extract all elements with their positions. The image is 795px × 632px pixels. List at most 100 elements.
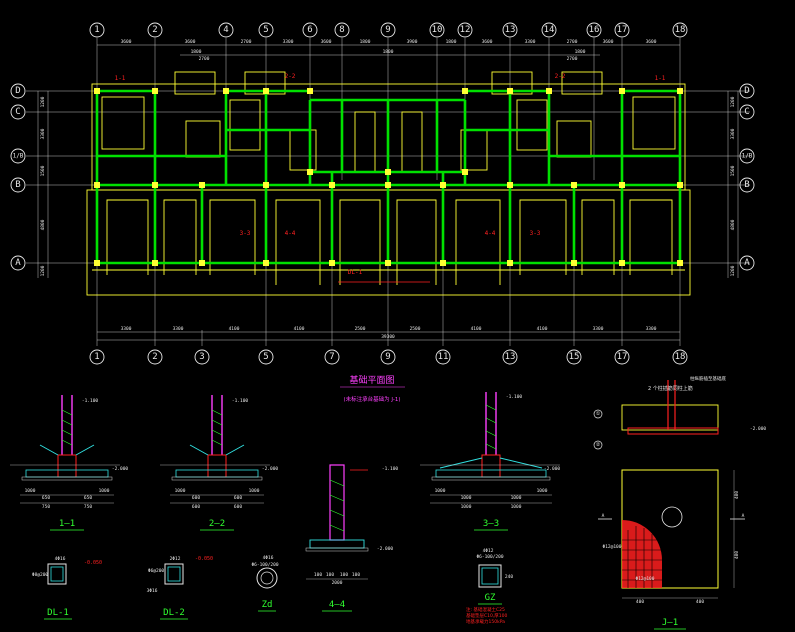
svg-text:400: 400 <box>636 599 644 605</box>
svg-text:17: 17 <box>617 352 628 362</box>
svg-text:②: ② <box>596 442 601 448</box>
cut-mark: 3-3 <box>530 230 541 237</box>
svg-text:Φ12@100: Φ12@100 <box>636 576 655 582</box>
elev-bot: -2.000 <box>112 466 129 472</box>
svg-text:-0.050: -0.050 <box>84 560 102 566</box>
svg-text:DL-1: DL-1 <box>47 608 69 618</box>
svg-text:①: ① <box>596 411 601 417</box>
svg-text:750: 750 <box>84 504 92 510</box>
svg-text:3600: 3600 <box>321 39 332 45</box>
plan-subtitle: (未标注承台基础为 J-1) <box>344 395 401 403</box>
svg-text:400: 400 <box>734 551 740 559</box>
section-caption: 4—4 <box>329 600 345 610</box>
svg-text:-2.000: -2.000 <box>262 466 279 472</box>
svg-text:1000: 1000 <box>537 488 548 494</box>
svg-text:100: 100 <box>340 572 348 578</box>
svg-text:11: 11 <box>438 352 449 362</box>
svg-text:17: 17 <box>617 25 628 35</box>
svg-text:-1.100: -1.100 <box>382 466 399 472</box>
structural-columns <box>94 88 683 266</box>
svg-text:2700: 2700 <box>567 39 578 45</box>
svg-text:1500: 1500 <box>730 165 736 176</box>
section-cut-marks: 1-1 2-2 2-2 1-1 3-3 4-4 4-4 3-3 DL-1 <box>115 73 666 283</box>
svg-text:6: 6 <box>307 25 312 35</box>
section-caption: 1—1 <box>59 519 75 529</box>
top-axis-bubbles: 1 2 4 5 6 8 9 10 12 13 14 16 17 18 <box>89 22 688 38</box>
svg-text:400: 400 <box>734 491 740 499</box>
svg-text:100: 100 <box>352 572 360 578</box>
svg-text:B: B <box>744 180 749 190</box>
svg-text:A: A <box>15 258 21 268</box>
svg-text:1000: 1000 <box>25 488 36 494</box>
svg-text:14: 14 <box>544 25 555 35</box>
foundation-outlines <box>86 71 691 296</box>
svg-text:-2.000: -2.000 <box>544 466 561 472</box>
svg-text:J—1: J—1 <box>662 618 678 628</box>
svg-text:Φ8@200: Φ8@200 <box>32 572 49 578</box>
svg-text:1000: 1000 <box>511 495 522 501</box>
svg-text:3300: 3300 <box>593 326 604 332</box>
svg-text:2: 2 <box>152 25 157 35</box>
svg-text:600: 600 <box>192 495 200 501</box>
section-1-1: -1.100 -2.000 1000 650 650 1000 750 750 … <box>10 395 129 531</box>
svg-text:1800: 1800 <box>360 39 371 45</box>
svg-text:1000: 1000 <box>461 504 472 510</box>
svg-text:1800: 1800 <box>383 49 394 55</box>
svg-text:650: 650 <box>42 495 50 501</box>
svg-text:4Φ16: 4Φ16 <box>263 555 274 561</box>
svg-text:3600: 3600 <box>185 39 196 45</box>
svg-text:-1.100: -1.100 <box>506 394 523 400</box>
svg-text:16: 16 <box>589 25 600 35</box>
svg-text:600: 600 <box>192 504 200 510</box>
svg-text:1: 1 <box>94 352 99 362</box>
svg-text:4Φ12: 4Φ12 <box>483 548 494 554</box>
svg-text:3300: 3300 <box>173 326 184 332</box>
svg-text:1000: 1000 <box>99 488 110 494</box>
svg-text:4: 4 <box>223 25 228 35</box>
svg-text:Φ12@100: Φ12@100 <box>603 544 622 550</box>
svg-text:3Φ16: 3Φ16 <box>147 588 158 594</box>
svg-text:3300: 3300 <box>121 326 132 332</box>
svg-text:3300: 3300 <box>730 128 736 139</box>
svg-text:600: 600 <box>234 504 242 510</box>
svg-text:1800: 1800 <box>446 39 457 45</box>
svg-text:13: 13 <box>505 25 516 35</box>
svg-text:39300: 39300 <box>381 334 395 340</box>
plan-title: 基础平面图 <box>349 374 394 386</box>
svg-text:8: 8 <box>339 25 344 35</box>
svg-text:-2.000: -2.000 <box>750 426 767 432</box>
side-axis-bubbles: D C 1/B B A D C 1/B B A <box>10 83 755 271</box>
svg-text:B: B <box>15 180 20 190</box>
svg-text:4800: 4800 <box>40 219 46 230</box>
svg-text:1200: 1200 <box>730 265 736 276</box>
svg-text:2700: 2700 <box>199 56 210 62</box>
svg-text:C: C <box>15 107 20 117</box>
svg-text:Φ6-100/200: Φ6-100/200 <box>251 562 278 568</box>
detail-gz: 4Φ12 Φ6-100/200 240 GZ 注: 基础混凝土C25 基础垫层C… <box>466 548 513 625</box>
svg-text:A: A <box>742 513 745 519</box>
svg-text:1500: 1500 <box>40 165 46 176</box>
svg-text:2500: 2500 <box>355 326 366 332</box>
svg-text:9: 9 <box>385 352 390 362</box>
cut-mark: 2-2 <box>285 73 296 80</box>
svg-text:12: 12 <box>460 25 471 35</box>
svg-text:1200: 1200 <box>40 96 46 107</box>
svg-text:13: 13 <box>505 352 516 362</box>
svg-text:3300: 3300 <box>40 128 46 139</box>
svg-text:15: 15 <box>569 352 580 362</box>
svg-text:1000: 1000 <box>249 488 260 494</box>
svg-text:注: 基础混凝土C25: 注: 基础混凝土C25 <box>466 606 505 613</box>
svg-text:1000: 1000 <box>511 504 522 510</box>
svg-text:GZ: GZ <box>485 593 496 603</box>
svg-text:3300: 3300 <box>525 39 536 45</box>
foundation-plan: 1-1 2-2 2-2 1-1 3-3 4-4 4-4 3-3 DL-1 1 2… <box>10 22 755 365</box>
section-4-4: -1.100 -2.000 100 100 100 100 2000 4—4 <box>305 464 399 612</box>
walls <box>95 89 682 265</box>
svg-text:Φ6@200: Φ6@200 <box>148 568 165 574</box>
cut-mark: 4-4 <box>285 230 296 237</box>
detail-zd: 4Φ16 Φ6-100/200 Zd <box>251 555 279 612</box>
cut-mark: 4-4 <box>485 230 496 237</box>
svg-text:-1.100: -1.100 <box>232 398 249 404</box>
cut-mark: 3-3 <box>240 230 251 237</box>
